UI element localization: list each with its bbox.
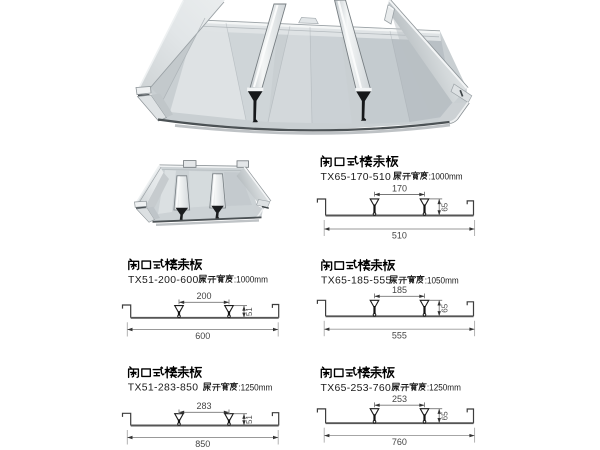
svg-text:TX65-170-510: TX65-170-510 <box>321 172 392 183</box>
svg-text::1000mm: :1000mm <box>429 172 463 182</box>
svg-text:850: 850 <box>195 439 210 449</box>
svg-text::1050mm: :1050mm <box>425 275 459 285</box>
svg-text:283: 283 <box>196 401 211 411</box>
svg-text:510: 510 <box>392 231 407 241</box>
svg-text:65: 65 <box>440 411 449 420</box>
svg-text:760: 760 <box>392 437 407 447</box>
svg-text::1250mm: :1250mm <box>427 383 461 393</box>
svg-text:185: 185 <box>392 285 407 295</box>
svg-text:51: 51 <box>245 415 254 424</box>
svg-text::1000mm: :1000mm <box>234 275 268 285</box>
svg-text:65: 65 <box>440 202 449 211</box>
svg-text:TX65-253-760: TX65-253-760 <box>321 383 392 394</box>
svg-text::1250mm: :1250mm <box>238 383 272 393</box>
svg-text:200: 200 <box>196 291 211 301</box>
svg-text:TX51-283-850: TX51-283-850 <box>128 383 199 394</box>
svg-text:51: 51 <box>245 307 254 316</box>
svg-text:600: 600 <box>195 331 210 341</box>
svg-text:253: 253 <box>392 394 407 404</box>
svg-text:TX65-185-555: TX65-185-555 <box>321 276 392 287</box>
svg-text:170: 170 <box>392 183 407 193</box>
svg-text:65: 65 <box>440 303 449 312</box>
svg-text:555: 555 <box>392 331 407 341</box>
svg-text:TX51-200-600: TX51-200-600 <box>128 275 199 286</box>
